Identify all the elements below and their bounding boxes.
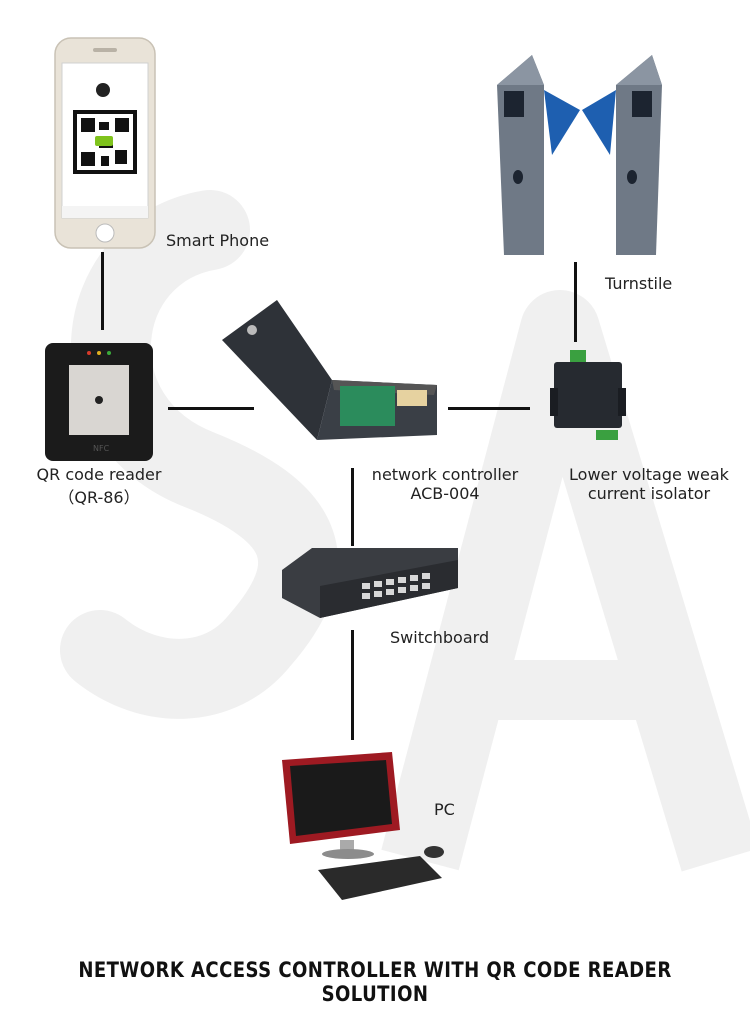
edge-controller-isolator bbox=[448, 407, 530, 410]
edge-switch-pc bbox=[351, 630, 354, 740]
turnstile-image bbox=[497, 55, 662, 255]
edge-isolator-turnstile bbox=[574, 262, 577, 342]
switchboard-image bbox=[282, 548, 458, 618]
smart-phone-label: Smart Phone bbox=[166, 231, 270, 250]
turnstile-label: Turnstile bbox=[605, 274, 673, 293]
edge-phone-reader bbox=[101, 252, 104, 330]
isolator-name-line1: Lower voltage weak bbox=[569, 465, 729, 484]
edge-controller-switch bbox=[351, 468, 354, 546]
edge-reader-controller bbox=[168, 407, 254, 410]
isolator-label: Lower voltage weak current isolator bbox=[548, 465, 750, 503]
qr-reader-label: QR code reader （QR-86） bbox=[14, 465, 184, 508]
qr-reader-image: NFC bbox=[45, 343, 153, 461]
pc-image bbox=[282, 752, 444, 900]
qr-reader-name: QR code reader bbox=[36, 465, 162, 484]
pc-label: PC bbox=[434, 800, 455, 819]
isolator-image bbox=[550, 350, 626, 440]
controller-model: ACB-004 bbox=[410, 484, 480, 503]
footer-title: NETWORK ACCESS CONTROLLER WITH QR CODE R… bbox=[78, 958, 672, 1006]
svg-text:NFC: NFC bbox=[93, 444, 110, 453]
isolator-name-line2: current isolator bbox=[587, 484, 711, 503]
qr-reader-model: （QR-86） bbox=[58, 488, 140, 507]
controller-name: network controller bbox=[371, 465, 519, 484]
switchboard-label: Switchboard bbox=[390, 628, 490, 647]
controller-image bbox=[222, 300, 437, 440]
controller-label: network controller ACB-004 bbox=[340, 465, 550, 503]
smart-phone-image bbox=[54, 37, 156, 249]
